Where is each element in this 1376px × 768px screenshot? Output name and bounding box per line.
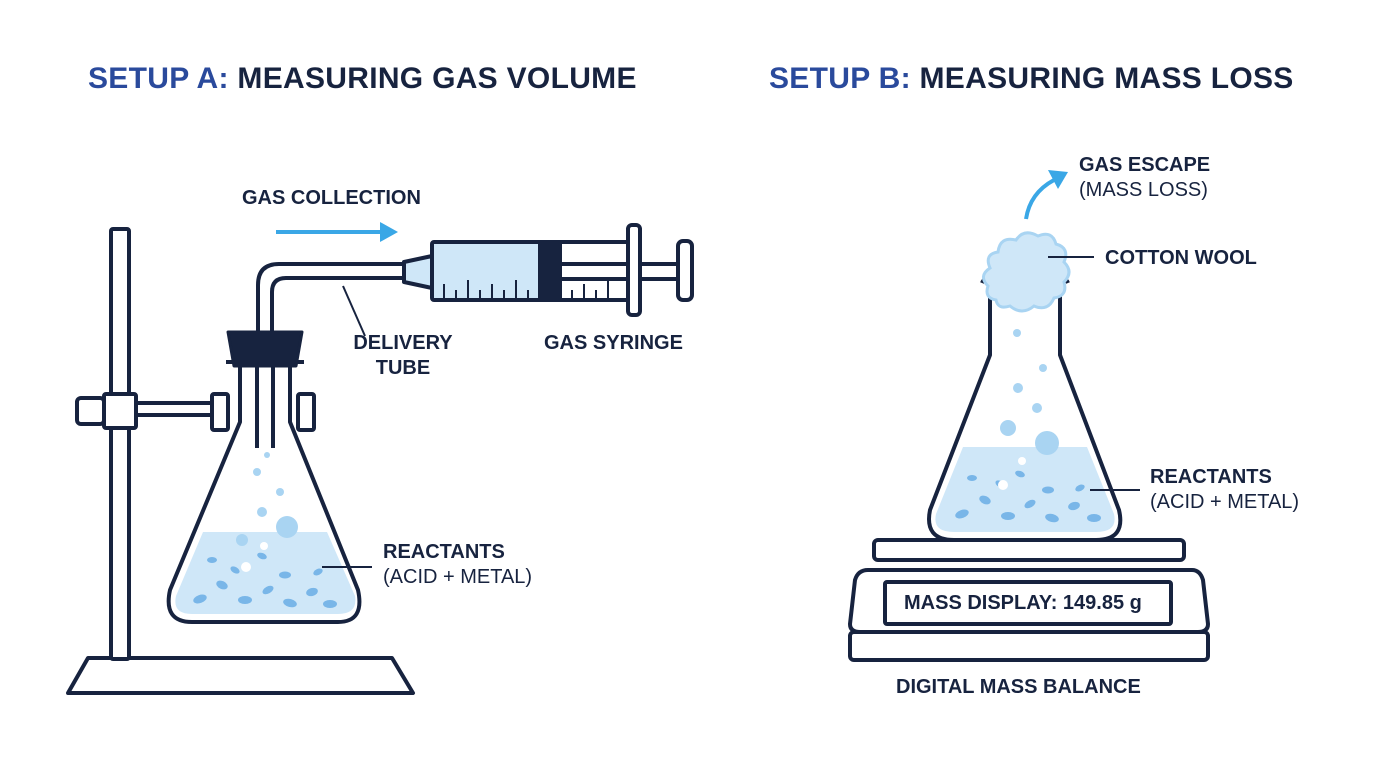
syringe-plunger-rod [562,262,680,281]
clamp-jaw-right [296,392,316,432]
setup-b-title: SETUP B: MEASURING MASS LOSS [769,62,1294,96]
retort-stand-base [66,656,415,695]
clamp-jaw-left [210,392,230,432]
retort-stand-rod [109,227,131,661]
balance-display-frame [883,580,1173,626]
cotton-wool-plug [982,231,1071,313]
reactants-b-label: REACTANTS (ACID + METAL) [1150,465,1299,515]
clamp-screw [75,396,106,426]
flask-b-bubbles [998,329,1059,490]
mass-display-readout: MASS DISPLAY: 149.85 g [904,592,1142,614]
flask-a-metal-pieces [193,552,337,608]
setup-b-title-prefix: SETUP B: [769,62,911,95]
balance-pan [872,538,1186,562]
rubber-bung [226,330,304,368]
balance-foot-plate [848,630,1210,662]
setup-b-title-main: MEASURING MASS LOSS [919,62,1294,95]
reactants-a-label: REACTANTS (ACID + METAL) [383,540,532,590]
gas-collection-label: GAS COLLECTION [242,187,421,209]
reactants-a-title: REACTANTS [383,541,505,563]
flask-b-liquid [935,447,1115,532]
flask-b-metal-pieces [955,470,1101,523]
reactants-b-title: REACTANTS [1150,466,1272,488]
delivery-tube-label: DELIVERY TUBE [345,331,461,381]
syringe-plunger-seal [538,244,562,298]
gas-escape-title: GAS ESCAPE [1079,154,1211,176]
syringe-graduations [443,280,609,298]
reactants-a-detail: (ACID + METAL) [383,566,533,588]
gas-flow-arrow [276,222,398,242]
reactants-b-detail: (ACID + METAL) [1150,491,1300,513]
syringe-barrel-flange [626,223,642,317]
gas-escape-label: GAS ESCAPE (MASS LOSS) [1079,153,1210,203]
cotton-wool-label: COTTON WOOL [1105,247,1257,269]
delivery-tube-label-line2: TUBE [375,357,431,379]
delivery-tube-label-line1: DELIVERY [353,332,453,354]
gas-escape-arrow [1024,170,1068,220]
delivery-tube-inner-leg [255,366,275,448]
delivery-tube-pointer [342,285,366,337]
setup-a-title: SETUP A: MEASURING GAS VOLUME [88,62,637,96]
gas-escape-detail: (MASS LOSS) [1079,179,1208,201]
syringe-gas-fill [434,244,538,298]
flask-a-bubbles [236,452,298,572]
setup-a-title-main: MEASURING GAS VOLUME [237,62,637,95]
digital-mass-balance-label: DIGITAL MASS BALANCE [896,676,1141,698]
gas-syringe-label: GAS SYRINGE [544,332,683,354]
setup-a-title-prefix: SETUP A: [88,62,229,95]
syringe-plunger-thumb [676,239,694,302]
delivery-tube [256,262,404,332]
